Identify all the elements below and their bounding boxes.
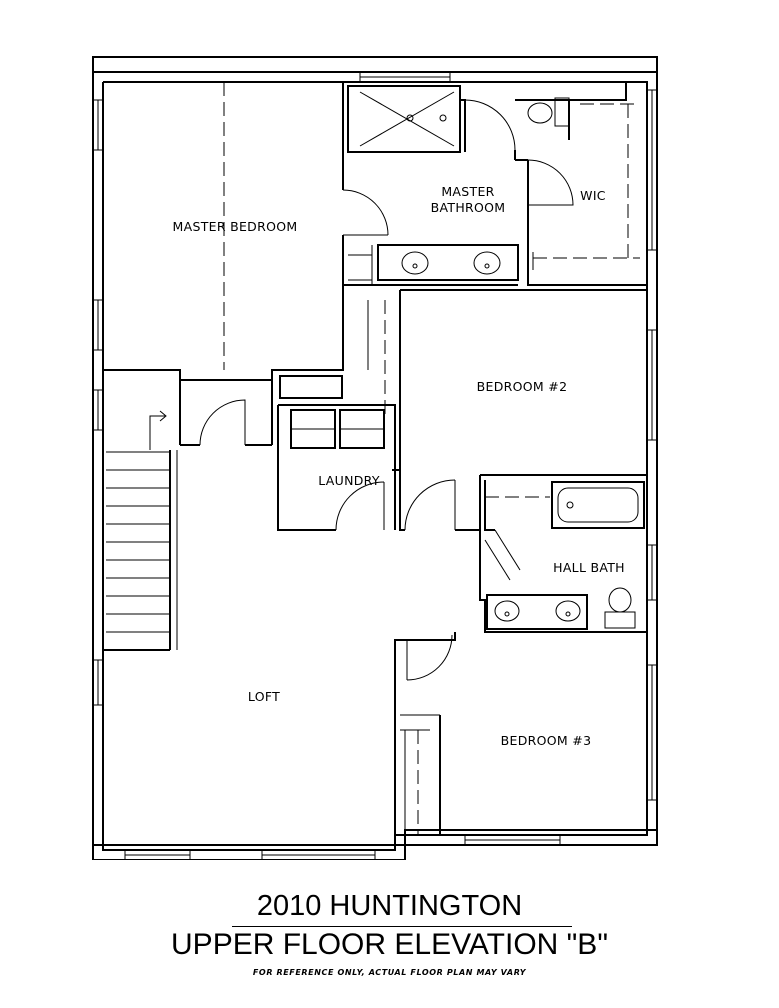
bedroom-3: BEDROOM #3 <box>394 632 592 835</box>
plan-title: 2010 HUNTINGTON <box>256 890 523 922</box>
wic-label: WIC <box>580 188 606 203</box>
laundry: LAUNDRY <box>277 375 396 531</box>
bedroom-3-label: BEDROOM #3 <box>501 733 592 748</box>
master-bathroom: MASTER BATHROOM <box>343 85 574 286</box>
laundry-label: LAUNDRY <box>318 473 380 488</box>
hall-bath-label: HALL BATH <box>553 560 625 575</box>
hall-bath: HALL BATH <box>399 470 647 633</box>
disclaimer-text: FOR REFERENCE ONLY, ACTUAL FLOOR PLAN MA… <box>252 968 527 977</box>
master-bathroom-label-line2: BATHROOM <box>431 200 506 215</box>
title-divider <box>232 926 572 927</box>
master-bathroom-label-line1: MASTER <box>441 184 494 199</box>
loft-label: LOFT <box>248 689 280 704</box>
bedroom-2-label: BEDROOM #2 <box>477 379 568 394</box>
plan-subtitle: UPPER FLOOR ELEVATION "B" <box>171 928 608 961</box>
bedroom-2: BEDROOM #2 <box>342 289 647 530</box>
stairs <box>103 370 273 651</box>
floor-plan: MASTER BATHROOM WIC BEDROOM #2 LAUNDRY <box>92 56 658 860</box>
walk-in-closet: WIC <box>527 82 647 286</box>
windows <box>93 72 657 860</box>
master-bedroom-label: MASTER BEDROOM <box>173 219 298 234</box>
